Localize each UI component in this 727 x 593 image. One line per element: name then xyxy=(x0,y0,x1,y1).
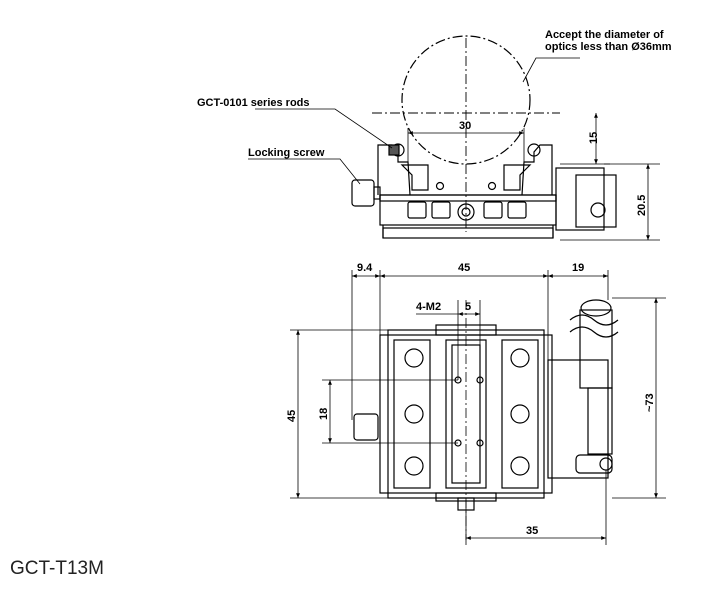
dim-45-side: 45 xyxy=(286,410,298,422)
slot-1 xyxy=(407,201,427,219)
top-screw-l3 xyxy=(404,456,424,476)
slot-4 xyxy=(507,201,527,219)
top-dimensions xyxy=(290,270,666,545)
break-line xyxy=(569,314,619,338)
locking-screw-shaft xyxy=(373,186,381,200)
dim-20-5: 20.5 xyxy=(636,195,648,216)
micrometer-housing xyxy=(547,359,609,479)
front-base-top xyxy=(379,194,557,202)
right-post xyxy=(521,144,553,196)
m2-hole-4 xyxy=(476,439,484,447)
front-bottom-plate xyxy=(382,227,554,239)
dim-15: 15 xyxy=(588,132,600,144)
dim-19: 19 xyxy=(572,262,584,274)
top-inner-right xyxy=(501,339,539,489)
top-screw-l2 xyxy=(404,404,424,424)
top-screw-r2 xyxy=(510,404,530,424)
rods-leader xyxy=(255,108,393,149)
slot-3 xyxy=(483,201,503,219)
dim-30: 30 xyxy=(459,120,471,132)
screw-callout: Locking screw xyxy=(248,147,325,159)
model-number: GCT-T13M xyxy=(10,558,104,579)
dim-5: 5 xyxy=(465,301,471,313)
lever-pivot xyxy=(599,457,613,471)
dim-4-m2: 4-M2 xyxy=(416,301,441,313)
inner-clamp-right xyxy=(503,164,532,191)
dim-45-top: 45 xyxy=(458,262,470,274)
dim-73: ~73 xyxy=(644,393,656,412)
optics-leader xyxy=(522,57,580,83)
optics-callout-line2: optics less than Ø36mm xyxy=(545,41,672,53)
optic-circle xyxy=(401,35,531,165)
side-knob-hole xyxy=(590,202,606,218)
rods-callout: GCT-0101 series rods xyxy=(197,97,310,109)
rod-hole-right xyxy=(527,143,541,157)
screw-leader xyxy=(248,158,361,185)
top-screw-r3 xyxy=(510,456,530,476)
top-view xyxy=(353,299,619,540)
top-screw-l1 xyxy=(404,348,424,368)
slot-2 xyxy=(431,201,451,219)
dim-18: 18 xyxy=(318,408,330,420)
top-locking-knob xyxy=(353,413,379,441)
dim-35: 35 xyxy=(526,525,538,537)
small-hole-l xyxy=(435,181,445,191)
dim-9-4: 9.4 xyxy=(357,262,373,274)
optics-callout-line1: Accept the diameter of xyxy=(545,29,664,41)
center-screw-inner xyxy=(461,207,471,217)
rod-left xyxy=(388,144,400,156)
front-view xyxy=(351,35,617,239)
top-screw-r1 xyxy=(510,348,530,368)
inner-clamp-left xyxy=(400,164,429,191)
micrometer-thimble xyxy=(587,387,613,455)
locking-screw-knob xyxy=(351,179,375,207)
center-screw xyxy=(457,203,475,221)
micrometer-cap xyxy=(580,299,612,317)
top-inner-left xyxy=(393,339,431,489)
front-dimensions xyxy=(248,57,660,241)
small-hole-r xyxy=(487,181,497,191)
front-base xyxy=(379,194,557,226)
side-knob-body xyxy=(555,167,605,231)
side-knob-inner xyxy=(575,174,617,228)
